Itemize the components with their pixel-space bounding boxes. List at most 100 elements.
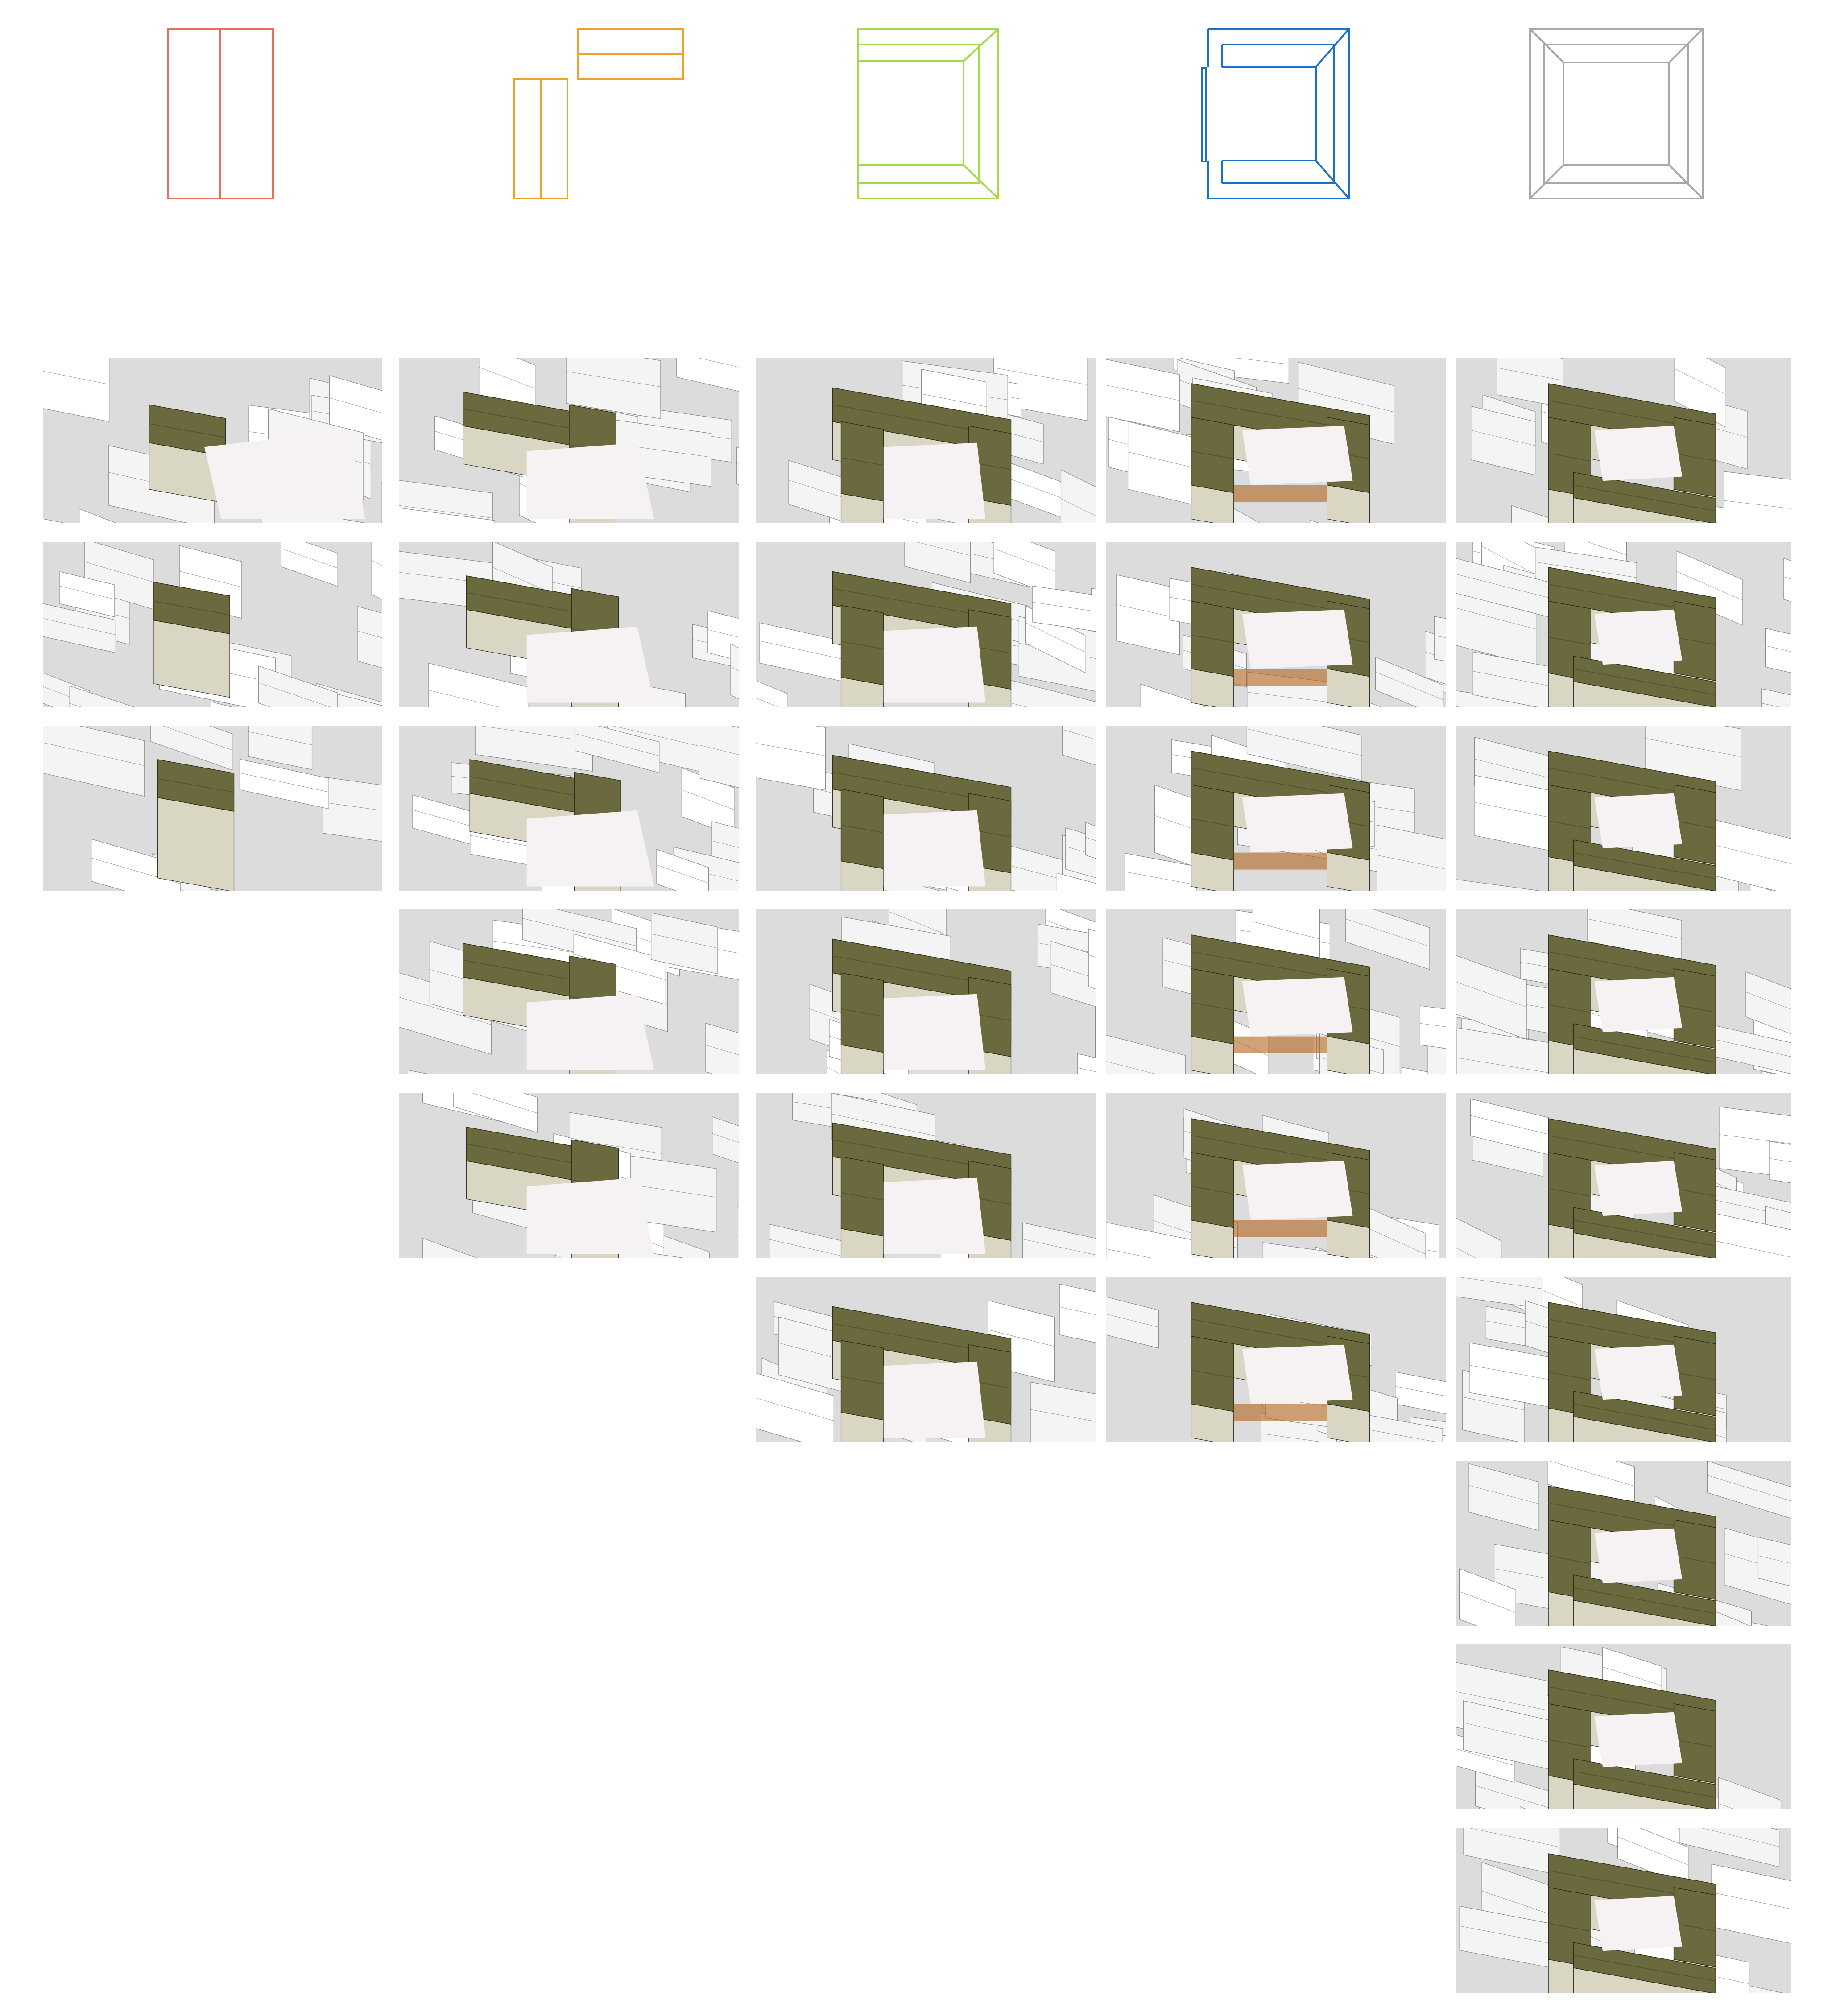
building-volume	[1191, 785, 1234, 891]
building-volume	[1573, 839, 1716, 891]
massing-model	[149, 404, 226, 504]
massing-view	[1459, 1828, 1791, 1993]
massing-view	[1106, 1108, 1439, 1258]
courtyard-open-thumbnail	[1106, 358, 1446, 523]
massing-view	[756, 542, 1096, 707]
massing-view	[1456, 909, 1791, 1074]
massing-view	[769, 1093, 1096, 1258]
courtyard-ground	[1594, 1344, 1683, 1400]
courtyard-ground	[1242, 1344, 1353, 1404]
courtyard-ground	[526, 1177, 654, 1254]
single-block-thumbnail	[43, 358, 382, 523]
massing-view	[1456, 542, 1791, 707]
courtyard-closed-thumbnail	[1456, 726, 1791, 891]
building-volume	[1573, 1758, 1716, 1809]
massing-view	[399, 358, 739, 523]
courtyard-ground	[1594, 609, 1683, 665]
massing-view	[43, 358, 382, 523]
l-shape-thumbnail	[399, 909, 739, 1074]
courtyard-ground	[1594, 977, 1683, 1033]
courtyard-ground	[526, 810, 654, 887]
l-shape-thumbnail	[399, 542, 739, 707]
courtyard-ground	[883, 1177, 986, 1254]
courtyard-ground	[526, 626, 654, 703]
l-shape-thumbnail	[399, 1093, 739, 1258]
timber-facade	[1233, 852, 1327, 870]
building-volume	[157, 759, 235, 891]
single-block-thumbnail	[43, 726, 382, 891]
timber-facade	[1233, 669, 1327, 686]
courtyard-closed-thumbnail	[1456, 1644, 1791, 1809]
courtyard-ground	[883, 810, 986, 887]
building-volume	[1573, 1942, 1716, 1993]
u-shape-plan	[857, 28, 999, 199]
courtyard-open-thumbnail	[1106, 542, 1446, 707]
building-volume	[840, 972, 884, 1074]
courtyard-ground	[1594, 1528, 1683, 1584]
massing-view	[43, 726, 382, 891]
courtyard-closed-thumbnail	[1456, 1461, 1791, 1626]
courtyard-closed-thumbnail	[1456, 909, 1791, 1074]
massing-model	[157, 759, 235, 891]
timber-facade	[1233, 1036, 1327, 1053]
l-shape-thumbnail	[399, 358, 739, 523]
massing-view	[43, 542, 382, 707]
building-volume	[149, 404, 226, 504]
courtyard-open-thumbnail	[1106, 1277, 1446, 1442]
massing-view	[756, 1284, 1096, 1442]
courtyard-ground	[1242, 977, 1353, 1037]
massing-view	[788, 358, 1096, 523]
courtyard-ground	[1242, 1161, 1353, 1220]
massing-view	[399, 542, 739, 707]
context-buildings	[1459, 1828, 1791, 1993]
massing-model	[153, 582, 230, 698]
context-buildings	[1456, 542, 1791, 707]
courtyard-closed-thumbnail	[1456, 1093, 1791, 1258]
courtyard-closed-plan	[1529, 28, 1704, 199]
massing-view	[756, 726, 1096, 891]
courtyard-open-thumbnail	[1106, 1093, 1446, 1258]
u-shape-thumbnail	[756, 358, 1096, 523]
massing-view	[1116, 567, 1446, 707]
courtyard-ground	[526, 442, 654, 519]
massing-view	[412, 726, 739, 891]
courtyard-ground	[883, 626, 986, 703]
timber-facade	[1233, 1404, 1327, 1421]
l-shape-plan	[513, 28, 684, 199]
building-volume	[153, 582, 230, 698]
building-volume	[840, 421, 884, 523]
building-volume	[1191, 1336, 1234, 1442]
building-volume	[1573, 656, 1716, 707]
courtyard-open-plan	[1201, 28, 1350, 199]
massing-view	[1459, 1461, 1791, 1626]
building-volume	[1573, 472, 1716, 523]
u-shape-thumbnail	[756, 726, 1096, 891]
building-volume	[840, 789, 884, 891]
courtyard-ground	[1242, 793, 1353, 853]
single-block-plan	[167, 28, 274, 199]
courtyard-ground	[204, 430, 365, 519]
massing-view	[1456, 1277, 1727, 1442]
building-volume	[1191, 968, 1234, 1074]
massing-view	[1456, 726, 1791, 891]
massing-view	[1106, 909, 1446, 1074]
massing-view	[1456, 1098, 1791, 1258]
massing-view	[1124, 726, 1446, 891]
building-volume	[1191, 601, 1234, 707]
courtyard-ground	[526, 994, 654, 1070]
building-volume	[1573, 1023, 1716, 1074]
u-shape-thumbnail	[756, 1277, 1096, 1442]
courtyard-ground	[1594, 1161, 1683, 1216]
courtyard-closed-thumbnail	[1456, 358, 1791, 523]
courtyard-ground	[1594, 793, 1683, 849]
courtyard-closed-thumbnail	[1456, 542, 1791, 707]
massing-view	[1456, 1646, 1782, 1809]
courtyard-ground	[883, 1361, 986, 1438]
massing-model	[1548, 1486, 1716, 1626]
u-shape-thumbnail	[756, 1093, 1096, 1258]
massing-view	[1106, 1297, 1446, 1442]
massing-view	[399, 909, 739, 1074]
courtyard-ground	[883, 442, 986, 519]
massing-view	[1106, 358, 1394, 523]
